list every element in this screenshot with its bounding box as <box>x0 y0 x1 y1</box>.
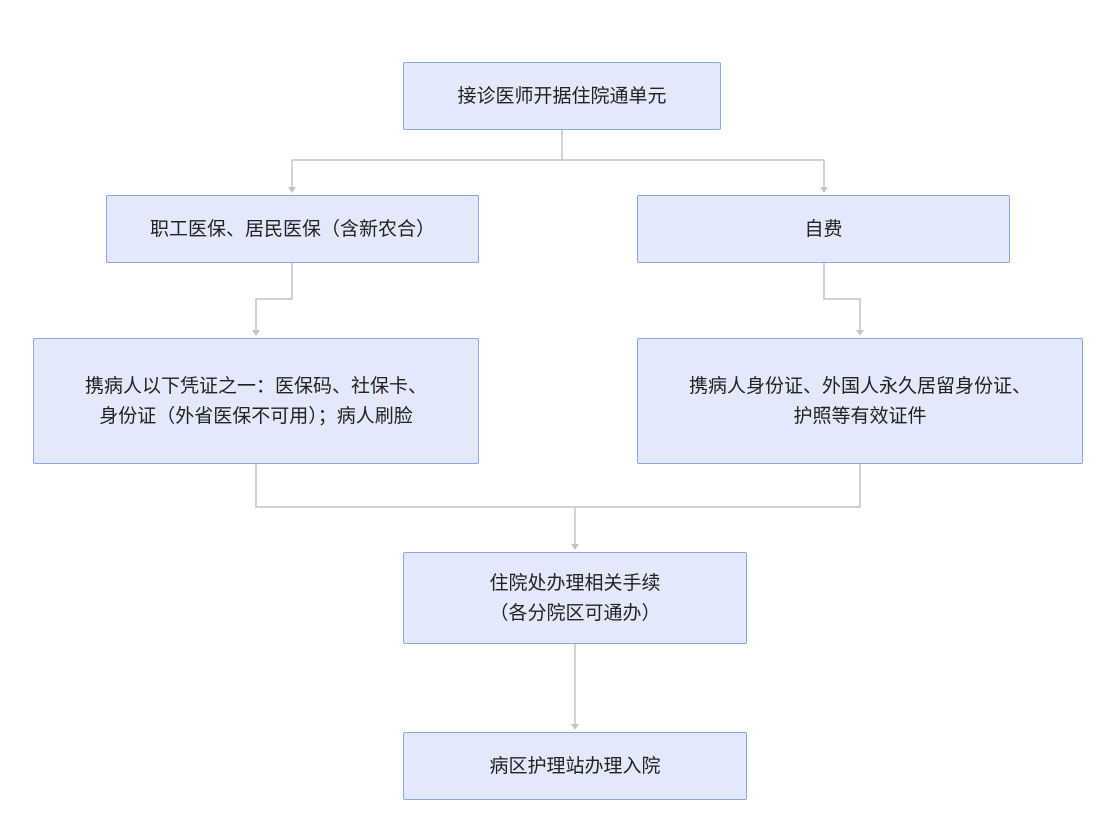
node-ward-station-line-1: 病区护理站办理入院 <box>489 755 661 777</box>
node-insured-docs-line-2: 身份证（外省医保不可用）；病人刷脸 <box>99 405 413 427</box>
node-start-line-1: 接诊医师开据住院通单元 <box>457 85 667 107</box>
node-ward-station: 病区护理站办理入院 <box>403 732 747 800</box>
node-self-pay-line-1: 自费 <box>804 218 843 240</box>
node-admission-office-line-1: 住院处办理相关手续 <box>489 572 661 594</box>
arrowhead-insured-docs <box>252 330 260 336</box>
arrowhead-insured <box>288 187 296 193</box>
node-insured: 职工医保、居民医保（含新农合） <box>106 195 479 263</box>
connector-insured-to-docs <box>255 263 293 331</box>
node-insured-line-1: 职工医保、居民医保（含新农合） <box>149 218 435 240</box>
node-insured-docs-line-1: 携病人以下凭证之一：医保码、社保卡、 <box>84 375 427 397</box>
node-self-pay-docs-line-1: 携病人身份证、外国人永久居留身份证、 <box>688 375 1031 397</box>
connector-docs-merge <box>255 464 861 508</box>
node-admission-office: 住院处办理相关手续 （各分院区可通办） <box>403 552 747 644</box>
node-self-pay-docs: 携病人身份证、外国人永久居留身份证、 护照等有效证件 <box>637 338 1083 464</box>
node-start: 接诊医师开据住院通单元 <box>403 62 721 130</box>
arrowhead-ward <box>571 724 579 730</box>
arrowhead-self-pay <box>820 187 828 193</box>
arrowhead-selfpay-docs <box>856 330 864 336</box>
node-self-pay: 自费 <box>637 195 1010 263</box>
node-admission-office-line-2: （各分院区可通办） <box>489 602 661 624</box>
arrowhead-office <box>571 544 579 550</box>
node-self-pay-docs-line-2: 护照等有效证件 <box>793 405 927 427</box>
node-insured-docs: 携病人以下凭证之一：医保码、社保卡、 身份证（外省医保不可用）；病人刷脸 <box>33 338 479 464</box>
connector-selfpay-to-docs <box>823 263 861 331</box>
